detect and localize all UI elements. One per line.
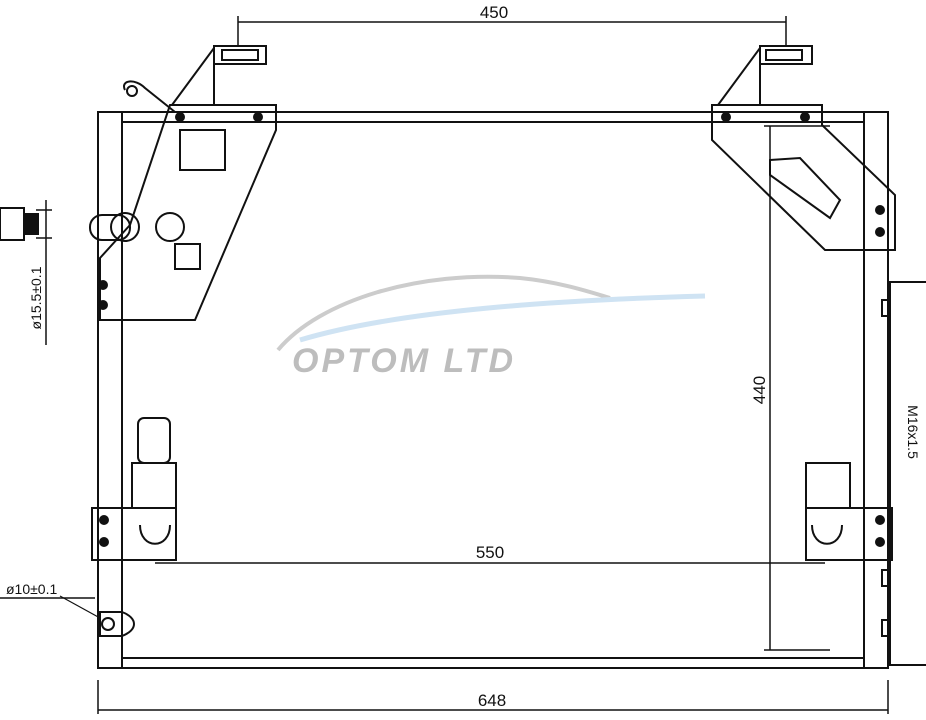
top-pipe-fitting <box>0 207 39 241</box>
dimension-lines <box>0 16 889 714</box>
receiver-drier <box>881 281 926 666</box>
bottom-pipe-fitting <box>59 595 135 637</box>
dim-height: 440 <box>750 376 769 404</box>
left-lower-mount <box>91 417 177 561</box>
dim-top-width: 450 <box>480 3 508 22</box>
left-top-bracket <box>89 44 277 321</box>
dim-overall-width: 648 <box>478 691 506 710</box>
dim-thread: M16x1.5 <box>905 405 921 459</box>
condenser-core <box>97 111 889 669</box>
dim-pipe-diameter-bottom: ø10±0.1 <box>6 581 57 597</box>
watermark-logo: OPTOM LTD <box>276 274 706 380</box>
dim-pipe-diameter-top: ø15.5±0.1 <box>28 266 44 329</box>
watermark-text: OPTOM LTD <box>292 342 516 380</box>
dim-inner-width: 550 <box>476 543 504 562</box>
right-lower-mount <box>805 462 893 561</box>
right-top-bracket <box>711 44 896 251</box>
